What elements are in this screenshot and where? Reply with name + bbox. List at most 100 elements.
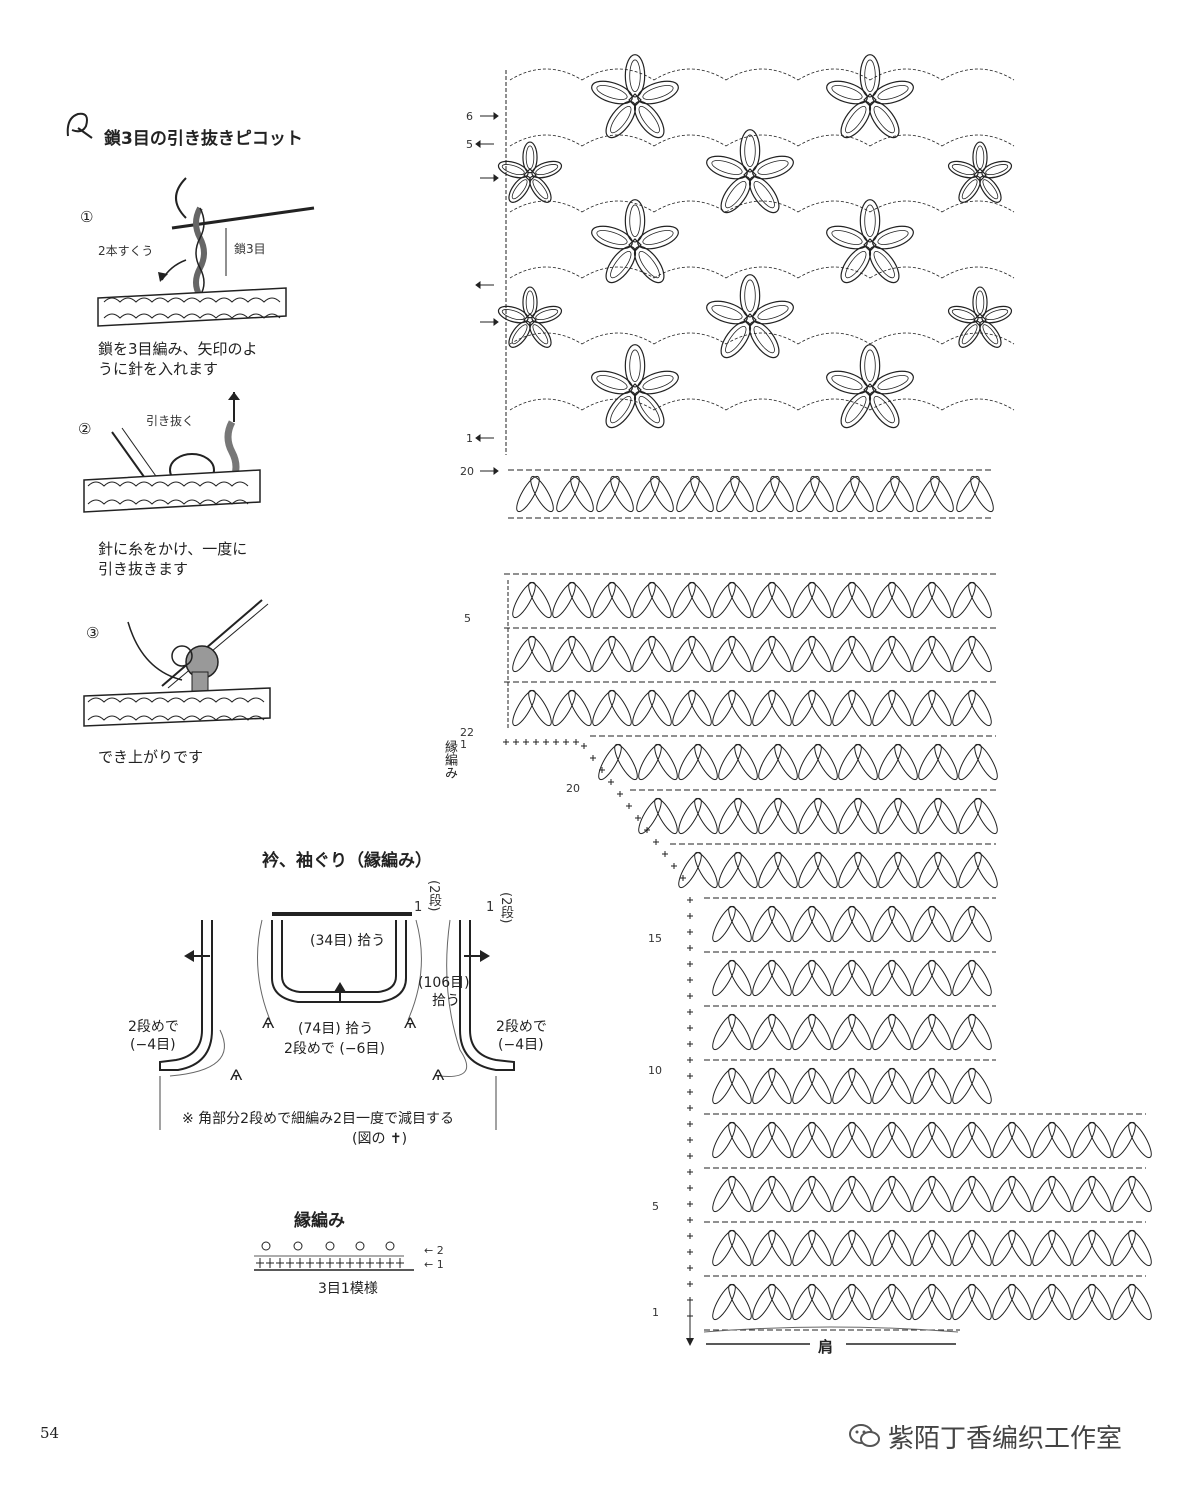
- chain-arc: [653, 332, 727, 345]
- cluster-stitch: [968, 905, 992, 943]
- lower-body-chart: [503, 573, 1152, 1331]
- edging-chart: [254, 1241, 414, 1271]
- step1-illustration: [97, 177, 315, 327]
- cluster-stitch: [752, 635, 776, 673]
- cluster-stitch: [888, 1121, 912, 1159]
- cluster-stitch: [912, 1121, 936, 1159]
- chain-arc: [941, 398, 1015, 411]
- cluster-stitch: [608, 581, 632, 619]
- cluster-stitch: [792, 959, 816, 997]
- step3-caption: でき上がりです: [98, 748, 204, 766]
- cluster-stitch: [1032, 1121, 1056, 1159]
- cluster-stitch: [768, 581, 792, 619]
- cluster-stitch: [768, 1283, 792, 1321]
- chain-arc: [725, 134, 799, 147]
- flower-motif: [706, 129, 794, 214]
- cluster-stitch: [968, 1175, 992, 1213]
- upper-lace-chart: [497, 54, 1015, 455]
- cluster-stitch: [728, 689, 752, 727]
- cluster-stitch: [792, 1013, 816, 1051]
- cluster-stitch: [530, 475, 554, 513]
- cluster-stitch: [888, 959, 912, 997]
- cluster-stitch: [912, 959, 936, 997]
- rows-top-b-num: 1: [486, 900, 495, 915]
- cluster-stitch: [752, 1013, 776, 1051]
- cluster-stitch: [688, 635, 712, 673]
- cluster-stitch: [838, 743, 862, 781]
- cluster-stitch: [872, 581, 896, 619]
- cluster-stitch: [934, 743, 958, 781]
- cluster-stitch: [712, 1121, 736, 1159]
- cluster-stitch: [814, 743, 838, 781]
- cluster-stitch: [716, 475, 740, 513]
- left-dec-1: 2段めで: [128, 1019, 179, 1035]
- page-number: 54: [40, 1424, 60, 1442]
- cluster-stitch: [676, 475, 700, 513]
- chain-arc: [581, 332, 655, 345]
- cluster-stitch: [728, 1121, 752, 1159]
- step2-caption-2: 引き抜きます: [98, 560, 189, 578]
- shoulder-line: [703, 1326, 959, 1345]
- chain-arc: [797, 266, 871, 279]
- cluster-stitch: [928, 1013, 952, 1051]
- chain-arc: [509, 134, 583, 147]
- cluster-stitch: [952, 1229, 976, 1267]
- cluster-stitch: [1128, 1283, 1152, 1321]
- cluster-stitch: [878, 851, 902, 889]
- cluster-stitch: [958, 797, 982, 835]
- cluster-stitch: [832, 1121, 856, 1159]
- cluster-stitch: [768, 635, 792, 673]
- cluster-stitch: [1008, 1229, 1032, 1267]
- cluster-stitch: [928, 905, 952, 943]
- chain-arc: [653, 266, 727, 279]
- cluster-stitch: [592, 689, 616, 727]
- cluster-stitch: [592, 581, 616, 619]
- chain-arc: [869, 200, 943, 213]
- cluster-stitch: [632, 635, 656, 673]
- cluster-stitch: [808, 1013, 832, 1051]
- cluster-stitch: [854, 743, 878, 781]
- chain-arc: [869, 398, 943, 411]
- chain-arc: [581, 134, 655, 147]
- cluster-stitch: [792, 1283, 816, 1321]
- cluster-stitch: [648, 635, 672, 673]
- cluster-stitch: [808, 1175, 832, 1213]
- watermark: 紫陌丁香编织工作室: [888, 1424, 1123, 1454]
- cluster-stitch: [688, 581, 712, 619]
- chain-arc: [653, 200, 727, 213]
- cluster-stitch: [528, 581, 552, 619]
- cluster-stitch: [768, 689, 792, 727]
- pick-74: (74目) 拾う: [298, 1021, 374, 1037]
- cluster-stitch: [552, 635, 576, 673]
- cluster-stitch: [872, 689, 896, 727]
- cluster-stitch: [832, 1283, 856, 1321]
- cluster-stitch: [810, 475, 834, 513]
- down-arrow: [686, 1300, 694, 1346]
- cluster-stitch: [832, 1175, 856, 1213]
- cluster-stitch: [952, 689, 976, 727]
- cluster-stitch: [728, 1229, 752, 1267]
- cluster-stitch: [678, 851, 702, 889]
- cluster-stitch: [808, 959, 832, 997]
- chain-arc: [581, 398, 655, 411]
- right-dec-1: 2段めで: [496, 1019, 547, 1035]
- cluster-stitch: [756, 475, 780, 513]
- row-label-5-low: 5: [652, 1200, 659, 1213]
- cluster-stitch: [632, 689, 656, 727]
- cluster-stitch: [728, 1175, 752, 1213]
- cluster-stitch: [848, 1013, 872, 1051]
- cluster-stitch: [712, 635, 736, 673]
- cluster-stitch: [832, 689, 856, 727]
- row-label-20-lower: 20: [566, 782, 580, 795]
- cluster-stitch: [672, 581, 696, 619]
- cluster-stitch: [712, 959, 736, 997]
- cluster-stitch: [912, 581, 936, 619]
- cluster-stitch: [848, 905, 872, 943]
- cluster-stitch: [888, 581, 912, 619]
- cluster-stitch: [730, 475, 754, 513]
- cluster-stitch: [712, 581, 736, 619]
- chain-arc: [725, 332, 799, 345]
- cluster-stitch: [1112, 1283, 1136, 1321]
- cluster-stitch: [654, 743, 678, 781]
- edging-repeat: 3目1模様: [318, 1281, 378, 1297]
